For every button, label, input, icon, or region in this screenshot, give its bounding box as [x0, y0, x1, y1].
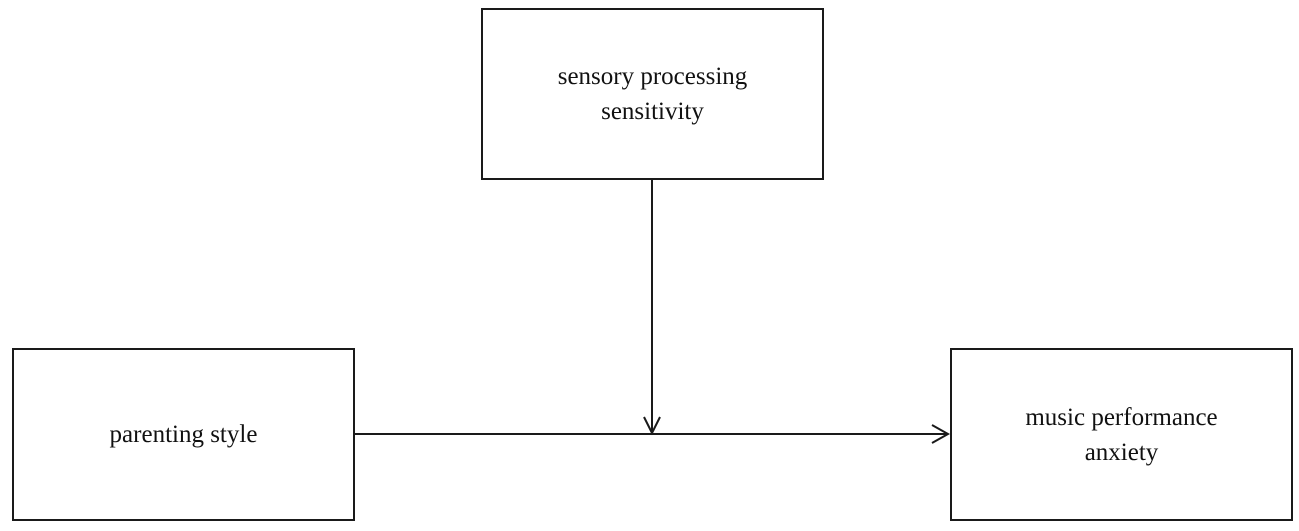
- dependent-label-line2: anxiety: [1084, 438, 1159, 466]
- independent-variable-box: parenting style: [12, 348, 355, 521]
- moderator-label-line2: sensitivity: [601, 98, 704, 125]
- main-path-arrowhead: [931, 424, 951, 444]
- dependent-variable-box: music performance anxiety: [950, 348, 1293, 521]
- moderator-box: sensory processing sensitivity: [481, 8, 824, 180]
- independent-variable-label: parenting style: [109, 421, 258, 448]
- moderator-label-line1: sensory processing: [557, 63, 748, 90]
- dependent-label-line1: music performance: [1025, 403, 1218, 431]
- moderator-path-arrowhead: [643, 416, 661, 436]
